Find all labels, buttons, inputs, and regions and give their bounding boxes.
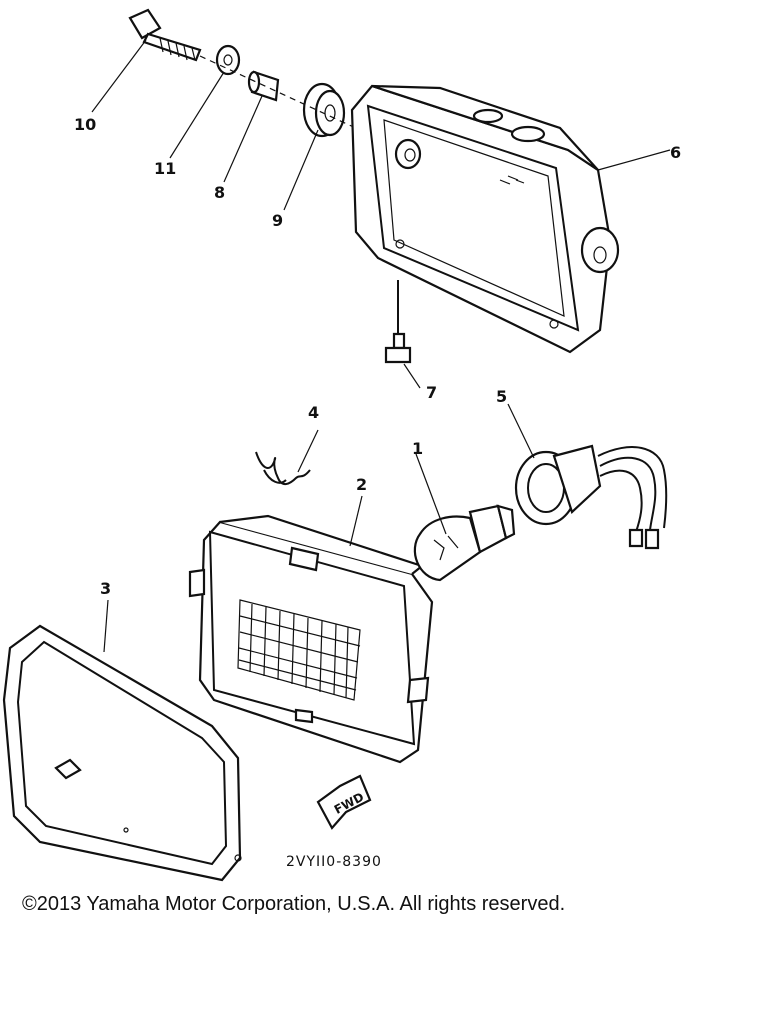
callout-3[interactable]: 3 [100, 579, 111, 598]
fwd-arrow[interactable]: FWD [316, 774, 372, 830]
part-9-grommet [302, 82, 346, 138]
part-3-rim [2, 624, 242, 882]
leader-lines [91, 39, 671, 653]
part-1-bulb [413, 504, 516, 582]
callout-10[interactable]: 10 [74, 115, 96, 134]
part-6-housing [350, 84, 620, 354]
callout-8[interactable]: 8 [214, 183, 225, 202]
part-8-collar [247, 70, 280, 102]
part-7-screw [384, 280, 412, 364]
callout-9[interactable]: 9 [272, 211, 283, 230]
part-2-headlight-unit [188, 514, 434, 764]
callout-11[interactable]: 11 [154, 159, 176, 178]
part-5-socket [514, 444, 668, 550]
callout-5[interactable]: 5 [496, 387, 507, 406]
callout-2[interactable]: 2 [356, 475, 367, 494]
callout-4[interactable]: 4 [308, 403, 319, 422]
part-11-washer [215, 44, 241, 76]
callout-7[interactable]: 7 [426, 383, 437, 402]
drawing-code: 2VYII0-8390 [286, 854, 382, 870]
part-10-bolt [128, 8, 202, 62]
copyright-notice: ©2013 Yamaha Motor Corporation, U.S.A. A… [22, 893, 566, 915]
part-4-spring [255, 451, 311, 485]
callout-1[interactable]: 1 [412, 439, 423, 458]
callout-6[interactable]: 6 [670, 143, 681, 162]
lens-pattern [237, 599, 361, 701]
